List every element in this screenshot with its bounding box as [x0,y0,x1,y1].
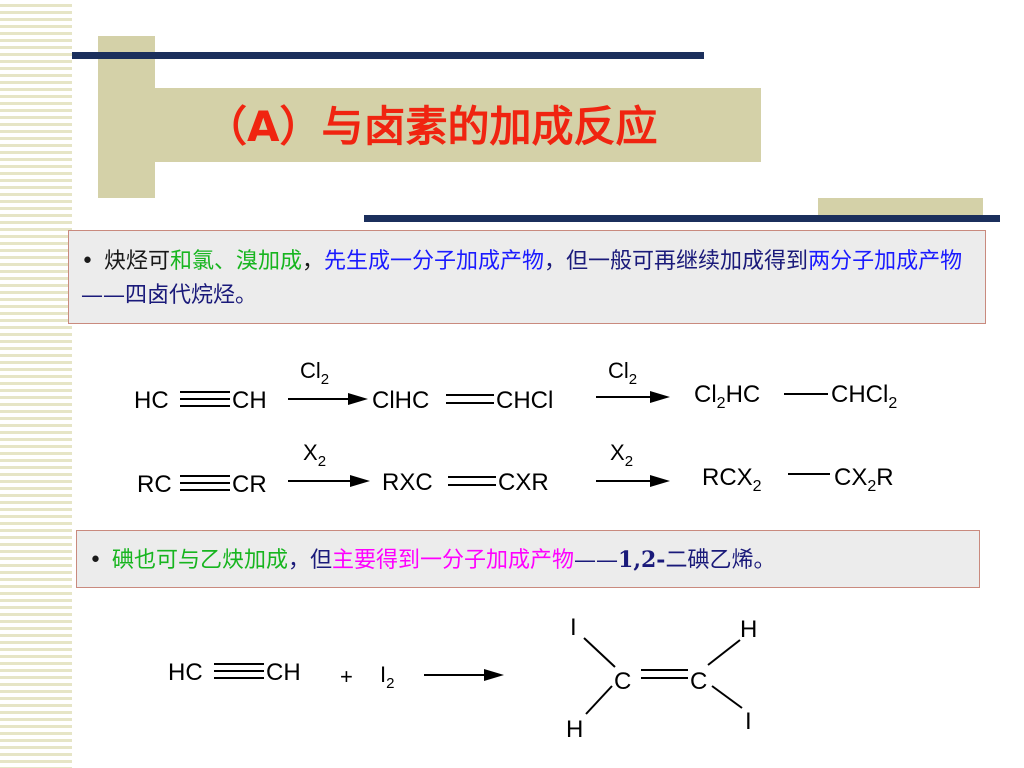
box1-text-2: 和氯、溴加成 [170,249,303,274]
r2-reactant-left: RC [137,471,172,498]
box1-text-1: 炔烃可 [103,249,170,274]
r2-reactant-right: CR [232,471,267,498]
box2-text-1: 碘也可与乙炔加成 [111,548,288,573]
atom-hydrogen-top: H [740,616,757,643]
striped-margin [0,0,72,768]
r1-mid-right: CHCl [496,387,553,414]
r1-reagent-1: Cl2 [300,358,329,388]
plus-sign: + [340,664,353,689]
page-title: （A）与卤素的加成反应 [205,102,658,151]
box1-text-7: ——四卤代烷烃。 [81,283,258,308]
r2-mid-left: RXC [382,469,433,496]
bond-c-i [583,637,616,668]
atom-iodine-top: I [570,614,577,641]
r1-mid-left: ClHC [372,387,429,414]
note-box-1: • 炔烃可和氯、溴加成，先生成一分子加成产物，但一般可再继续加成得到两分子加成产物… [68,230,986,324]
box1-text-3: ， [302,249,325,274]
bullet-dot: • [89,548,102,573]
atom-iodine-bottom: I [745,708,752,735]
bullet-dot: • [81,249,94,274]
bond-c-h [585,685,613,715]
r2-product-left: RCX2 [702,464,762,495]
box2-text-5: 1,2- [618,547,666,573]
box2-text-6: 二碘乙烯。 [665,548,776,573]
top-rule [72,52,704,59]
r3-reactant-right: CH [266,659,301,686]
arrow-head [348,393,368,405]
box2-text-3: 主要得到一分子加成产物 [332,548,575,573]
r2-product-right: CX2R [834,464,894,495]
r2-reagent-2: X2 [610,440,633,470]
bond-c-i [711,685,743,709]
atom-carbon-2: C [690,668,707,695]
reaction-chlorination: HC CH Cl2 ClHC CHCl Cl2 Cl2HC CHCl2 [134,358,897,414]
title-band [155,88,761,162]
right-rule [364,215,1000,222]
r1-product-right: CHCl2 [831,381,897,412]
arrow-head [650,475,670,487]
reaction-iodination: HC CH + I2 I H C C H I [168,614,757,743]
box2-text-4: —— [574,548,619,573]
r1-product-left: Cl2HC [694,381,760,412]
reaction-halogenation-general: RC CR X2 RXC CXR X2 RCX2 CX2R [137,440,894,498]
title-accent-block [98,36,155,198]
box1-text-4: 先生成一分子加成产物 [324,249,545,274]
r1-reactant-right: CH [232,387,267,414]
box1-text-6: 两分子加成产物 [808,249,963,274]
r3-reactant-left: HC [168,659,203,686]
arrow-head [350,475,370,487]
atom-carbon-1: C [614,668,631,695]
arrow-head [650,391,670,403]
box1-text-5: ，但一般可再继续加成得到 [544,249,809,274]
r3-reagent: I2 [380,662,394,692]
atom-hydrogen-bottom: H [566,716,583,743]
r2-reagent-1: X2 [303,440,326,470]
r2-mid-right: CXR [498,469,549,496]
box2-text-2: ，但 [288,548,333,573]
note-box-2: • 碘也可与乙炔加成，但主要得到一分子加成产物——1,2-二碘乙烯。 [76,530,980,588]
r1-reagent-2: Cl2 [608,358,637,388]
bond-c-h [707,639,741,666]
arrow-head [484,669,504,681]
r1-reactant-left: HC [134,387,169,414]
